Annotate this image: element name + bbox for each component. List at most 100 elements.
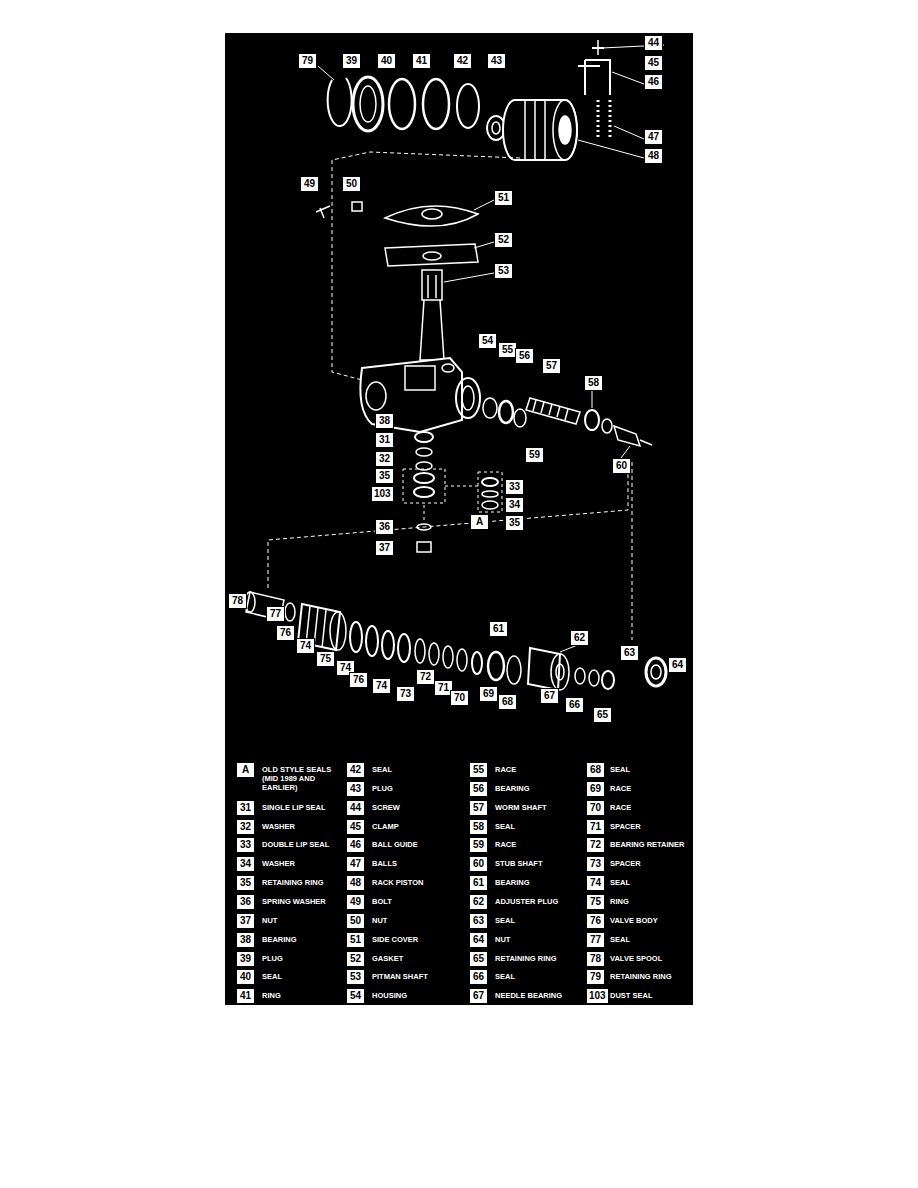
legend-text: BALL GUIDE [372, 840, 418, 849]
legend-text: DOUBLE LIP SEAL [262, 840, 329, 849]
callout-number: 69 [479, 686, 498, 702]
legend-number: 55 [469, 762, 488, 778]
legend-number: 59 [469, 837, 488, 853]
callout-number: 34 [505, 497, 524, 513]
callout-number: 72 [416, 669, 435, 685]
callout-number: 57 [542, 358, 561, 374]
callout-number: 42 [453, 53, 472, 69]
callout-number: 51 [494, 190, 513, 206]
legend-text: RACE [610, 784, 631, 793]
legend-text: SINGLE LIP SEAL [262, 803, 326, 812]
callout-number: 76 [276, 625, 295, 641]
legend-number: 34 [236, 856, 255, 872]
legend-text: SPRING WASHER [262, 897, 326, 906]
legend-number: 32 [236, 819, 255, 835]
legend-number: 46 [346, 837, 365, 853]
parts-drawing [245, 40, 666, 690]
legend-text: SEAL [495, 972, 515, 981]
legend-text: VALVE SPOOL [610, 954, 662, 963]
callout-number: 77 [266, 606, 285, 622]
callout-number: 53 [494, 263, 513, 279]
legend-text: PLUG [372, 784, 393, 793]
legend-number: 33 [236, 837, 255, 853]
legend-text: BEARING [495, 878, 530, 887]
legend-text: BEARING RETAINER [610, 840, 684, 849]
legend-text: RETAINING RING [262, 878, 324, 887]
legend-text: ADJUSTER PLUG [495, 897, 558, 906]
legend-number: 77 [586, 932, 605, 948]
legend-number: 73 [586, 856, 605, 872]
legend-number: 41 [236, 988, 255, 1004]
callout-number: 64 [668, 657, 687, 673]
legend-number: 49 [346, 894, 365, 910]
legend-number: 37 [236, 913, 255, 929]
legend-number: 56 [469, 781, 488, 797]
legend-number: 71 [586, 819, 605, 835]
legend-text: SEAL [610, 765, 630, 774]
leader-lines [318, 45, 666, 666]
callout-number: A [470, 514, 489, 530]
legend-text: SEAL [372, 765, 392, 774]
black-panel [225, 33, 693, 1005]
legend-text: STUB SHAFT [495, 859, 543, 868]
callout-number: 35 [505, 515, 524, 531]
legend-number: 66 [469, 969, 488, 985]
callout-number: 40 [377, 53, 396, 69]
legend-number: 68 [586, 762, 605, 778]
legend-text: RACE [495, 765, 516, 774]
legend-number: 40 [236, 969, 255, 985]
callout-number: 63 [620, 645, 639, 661]
legend-number: 103 [586, 988, 609, 1004]
callout-number: 79 [298, 53, 317, 69]
callout-number: 58 [584, 375, 603, 391]
callout-number: 54 [478, 333, 497, 349]
callout-number: 60 [612, 458, 631, 474]
callout-number: 65 [593, 707, 612, 723]
legend-number: A [236, 762, 255, 778]
legend-text: RETAINING RING [495, 954, 557, 963]
legend-text: RETAINING RING [610, 972, 672, 981]
legend-text: HOUSING [372, 991, 407, 1000]
callout-number: 44 [644, 35, 663, 51]
legend-text: SIDE COVER [372, 935, 418, 944]
legend-number: 52 [346, 951, 365, 967]
legend-number: 62 [469, 894, 488, 910]
legend-text: WASHER [262, 859, 295, 868]
legend-number: 70 [586, 800, 605, 816]
callout-number: 74 [372, 678, 391, 694]
legend-text: SEAL [610, 878, 630, 887]
legend-text: RACK PISTON [372, 878, 424, 887]
callout-number: 78 [228, 593, 247, 609]
legend-number: 76 [586, 913, 605, 929]
legend-text: BEARING [262, 935, 297, 944]
callout-number: 46 [644, 74, 663, 90]
legend-text: RACE [495, 840, 516, 849]
legend-text: RING [610, 897, 629, 906]
legend-number: 45 [346, 819, 365, 835]
legend-text: SEAL [262, 972, 282, 981]
legend-number: 65 [469, 951, 488, 967]
legend-text: BEARING [495, 784, 530, 793]
callout-number: 33 [505, 479, 524, 495]
callout-number: 38 [375, 413, 394, 429]
legend-text: CLAMP [372, 822, 399, 831]
callout-number: 70 [450, 690, 469, 706]
callout-number: 59 [525, 447, 544, 463]
legend-text: SEAL [495, 822, 515, 831]
legend-number: 78 [586, 951, 605, 967]
legend-text: WORM SHAFT [495, 803, 547, 812]
legend-text: OLD STYLE SEALS (MID 1989 AND EARLIER) [262, 765, 342, 792]
legend-number: 36 [236, 894, 255, 910]
legend-number: 50 [346, 913, 365, 929]
legend-number: 57 [469, 800, 488, 816]
callout-number: 49 [300, 176, 319, 192]
legend-text: NUT [372, 916, 387, 925]
legend-number: 35 [236, 875, 255, 891]
callout-number: 31 [375, 432, 394, 448]
legend-number: 63 [469, 913, 488, 929]
legend-number: 75 [586, 894, 605, 910]
legend-number: 61 [469, 875, 488, 891]
legend-number: 74 [586, 875, 605, 891]
